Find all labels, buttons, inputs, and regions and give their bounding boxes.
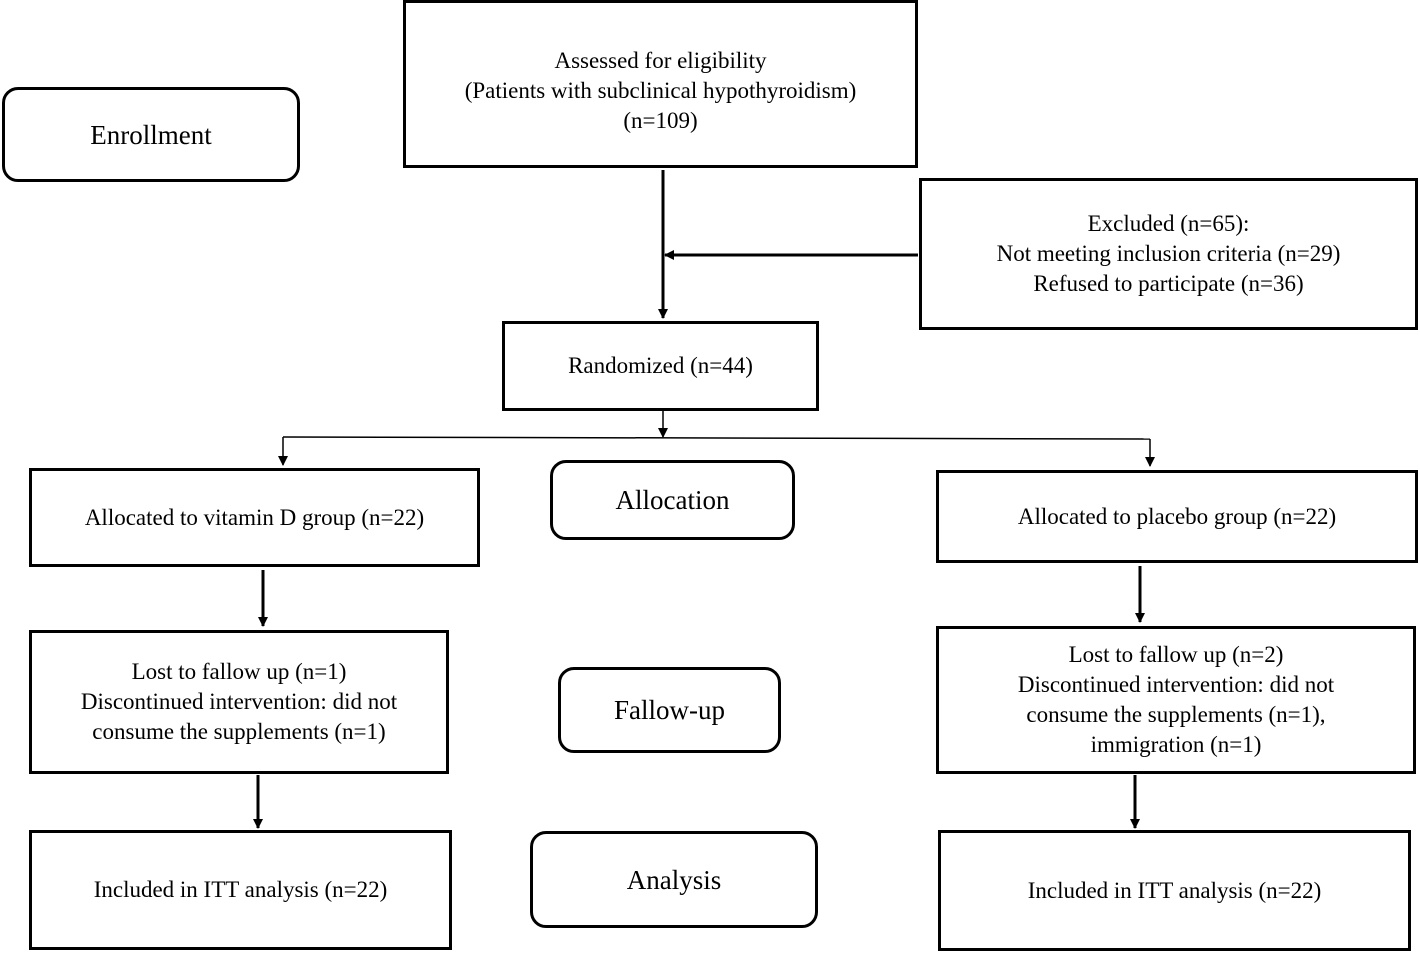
stage-allocation-label: Allocation <box>615 485 730 515</box>
stage-followup: Fallow-up <box>558 667 781 753</box>
vitd-analysis-label: Included in ITT analysis (n=22) <box>93 877 388 902</box>
stage-analysis: Analysis <box>530 831 818 928</box>
vitd-analysis-box: Included in ITT analysis (n=22) <box>29 830 452 950</box>
main-flow-lines <box>253 170 1145 829</box>
excluded-line3: Refused to participate (n=36) <box>1033 271 1304 296</box>
assessed-line1: Assessed for eligibility <box>554 48 767 73</box>
vitd-allocated-box: Allocated to vitamin D group (n=22) <box>29 468 480 567</box>
placebo-lost-line3: consume the supplements (n=1), <box>1026 702 1326 727</box>
assessed-line2: (Patients with subclinical hypothyroidis… <box>464 78 857 103</box>
placebo-lost-box: Lost to fallow up (n=2) Discontinued int… <box>936 626 1416 774</box>
placebo-analysis-label: Included in ITT analysis (n=22) <box>1027 877 1322 903</box>
vitd-lost-box: Lost to fallow up (n=1) Discontinued int… <box>29 630 449 774</box>
placebo-allocated-box: Allocated to placebo group (n=22) <box>936 470 1418 563</box>
excluded-line2: Not meeting inclusion criteria (n=29) <box>996 241 1341 266</box>
vitd-allocated-label: Allocated to vitamin D group (n=22) <box>84 504 425 530</box>
stage-allocation: Allocation <box>550 460 795 540</box>
split-horizontal-line <box>282 436 1151 440</box>
vitd-lost-line3: consume the supplements (n=1) <box>92 719 386 744</box>
stage-enrollment-label: Enrollment <box>90 119 212 150</box>
stage-followup-label: Fallow-up <box>614 695 725 725</box>
placebo-analysis-box: Included in ITT analysis (n=22) <box>938 830 1411 951</box>
placebo-lost-line2: Discontinued intervention: did not <box>1017 672 1335 697</box>
placebo-lost-line1: Lost to fallow up (n=2) <box>1068 642 1284 667</box>
vitd-lost-line1: Lost to fallow up (n=1) <box>131 659 347 684</box>
placebo-allocated-label: Allocated to placebo group (n=22) <box>1017 503 1337 529</box>
stage-enrollment: Enrollment <box>2 87 300 182</box>
excluded-box: Excluded (n=65): Not meeting inclusion c… <box>919 178 1418 330</box>
stage-analysis-label: Analysis <box>626 864 722 895</box>
vitd-lost-line2: Discontinued intervention: did not <box>80 689 398 714</box>
excluded-line1: Excluded (n=65): <box>1087 211 1250 236</box>
randomized-label: Randomized (n=44) <box>568 353 753 378</box>
assessed-line3: (n=109) <box>623 108 698 133</box>
split-lines <box>278 411 1155 467</box>
randomized-box: Randomized (n=44) <box>502 321 819 411</box>
placebo-lost-line4: immigration (n=1) <box>1090 732 1262 757</box>
assessed-box: Assessed for eligibility (Patients with … <box>403 0 918 168</box>
